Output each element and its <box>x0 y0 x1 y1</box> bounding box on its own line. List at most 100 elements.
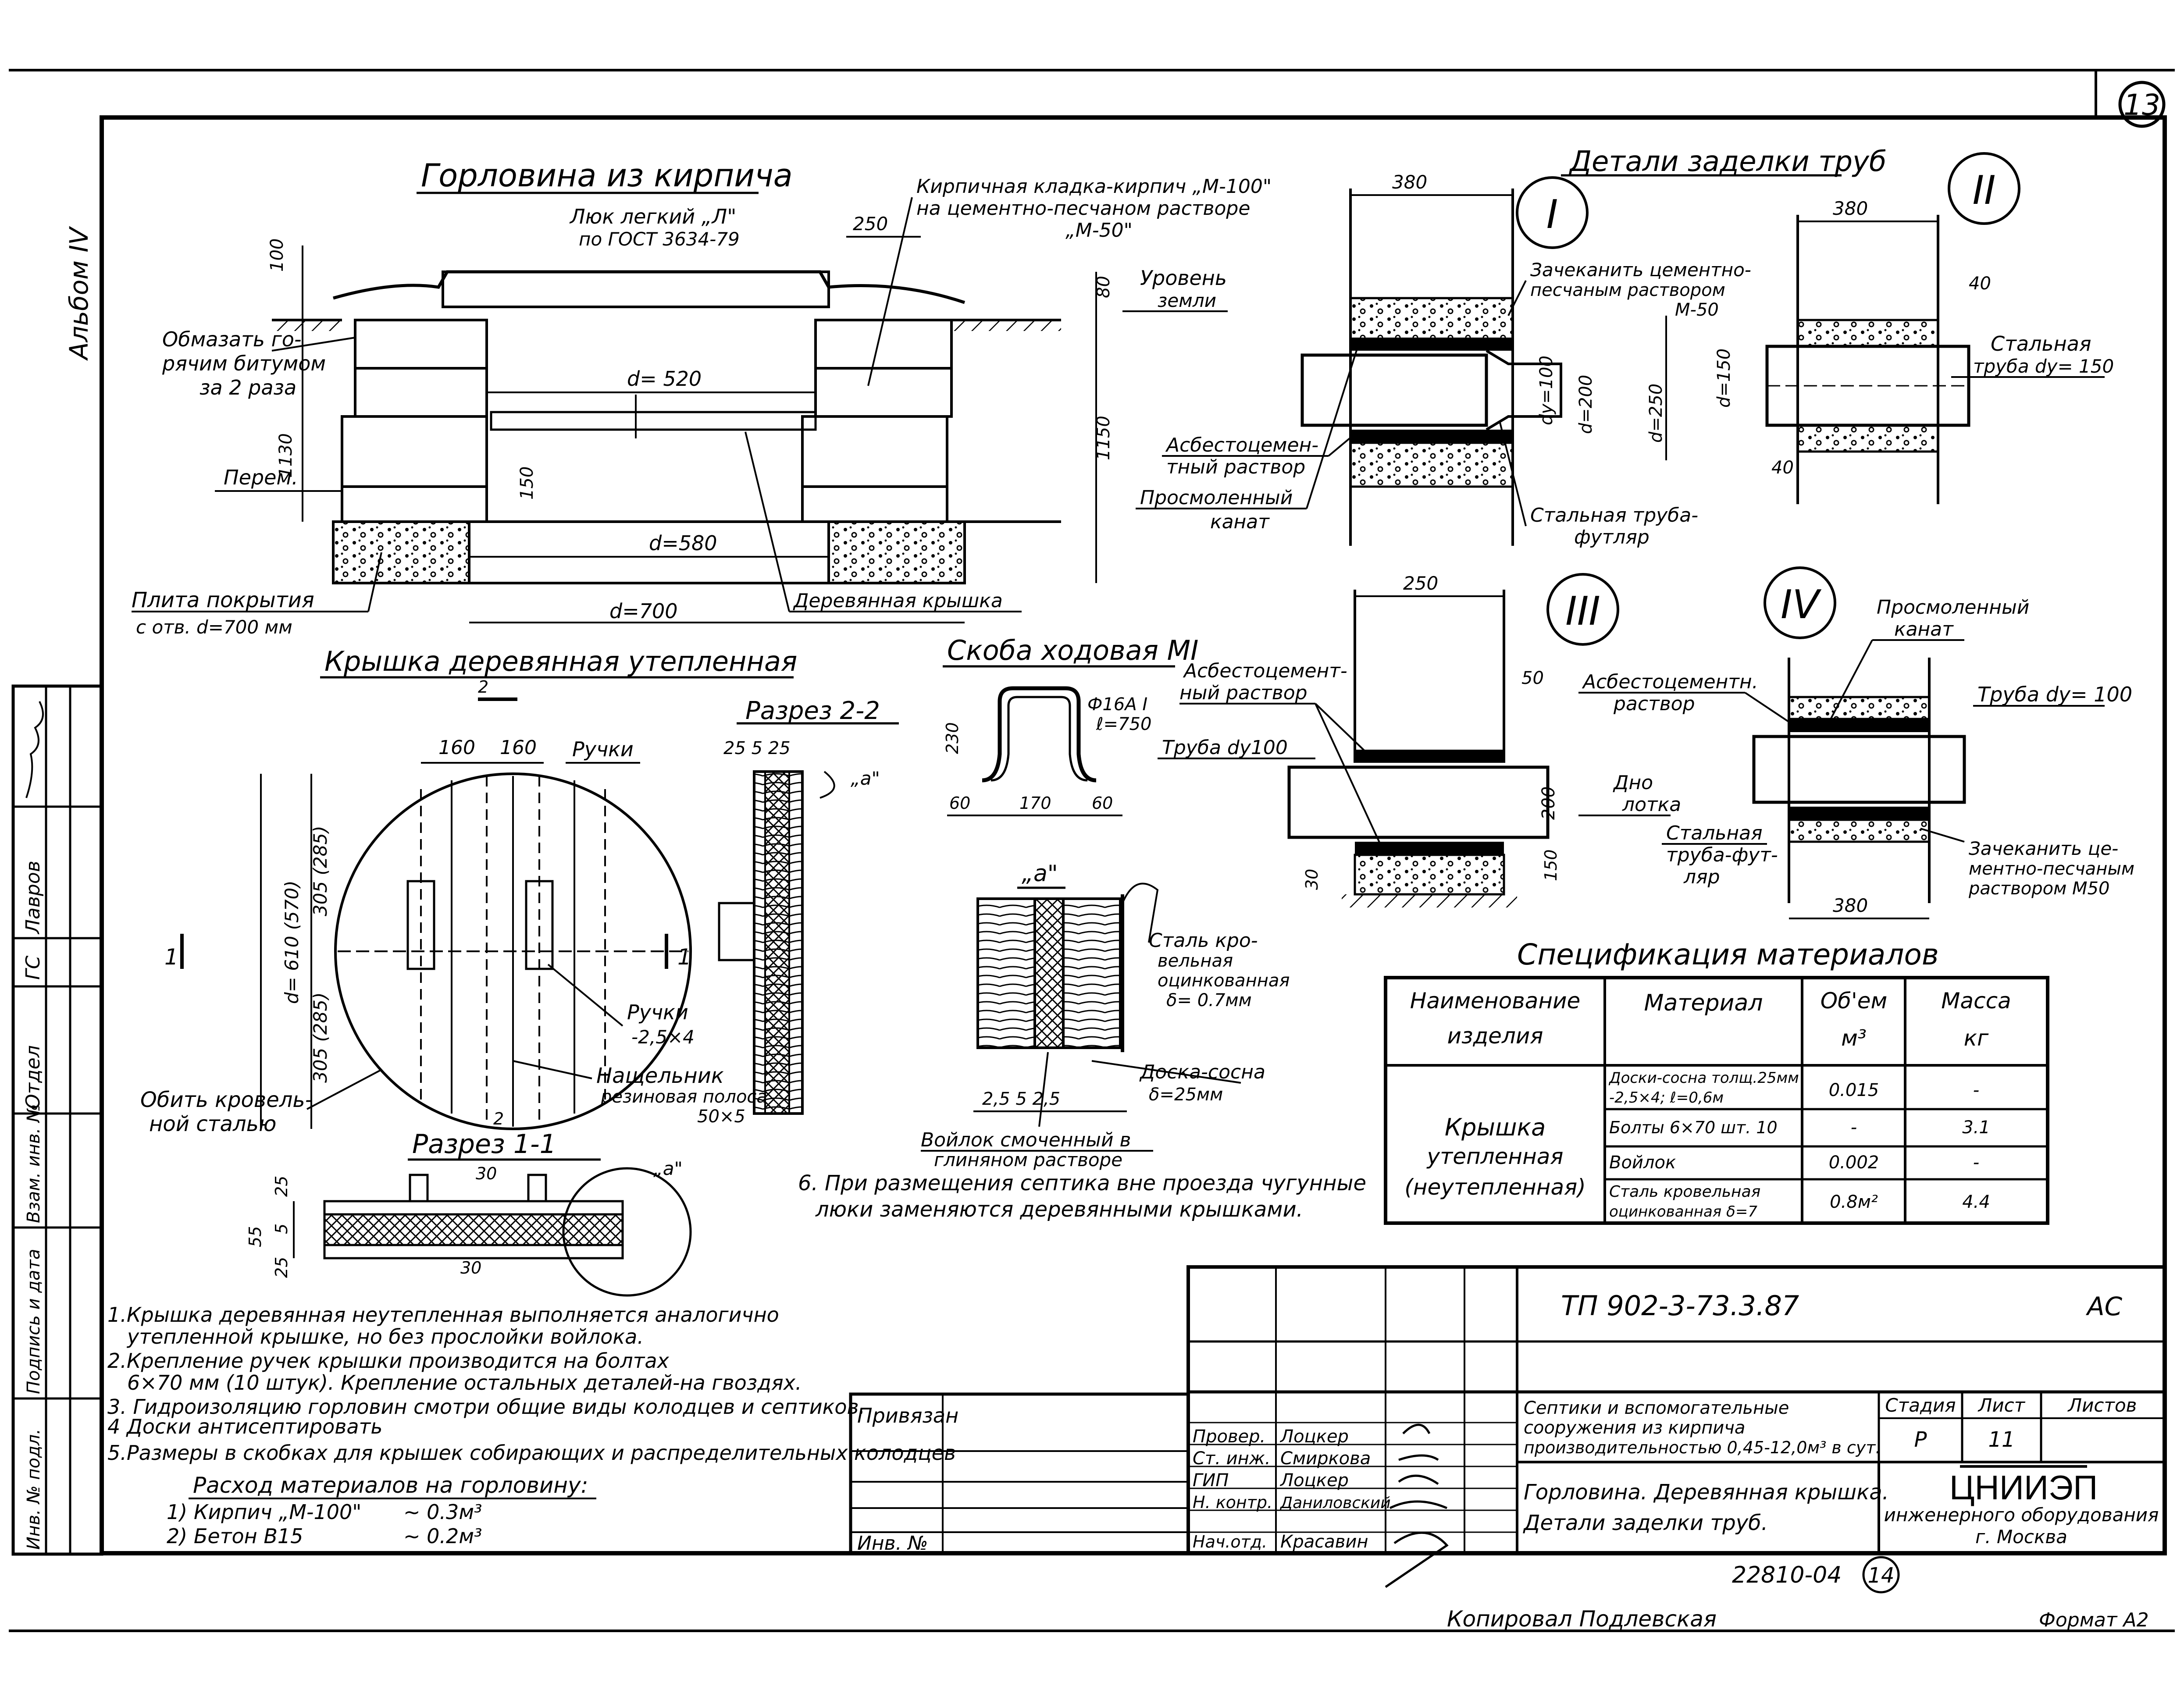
bracket-rod-2: ℓ=750 <box>1096 714 1151 734</box>
pipe4-asb-2: раствор <box>1613 693 1695 715</box>
drawing-label: Н. контр. <box>1193 1493 1272 1512</box>
cut-11-dim-25b: 25 <box>272 1257 291 1278</box>
neck-dim-100: 100 <box>267 238 287 272</box>
tb-sheet-1: Горловина. Деревянная крышка. <box>1524 1480 1889 1505</box>
cover-handles-top: Ручки <box>572 737 634 761</box>
pipe1-asb-1: Асбестоцемен- <box>1165 434 1318 456</box>
pipe-detail-1: I 380 Зачеканить цементно- песчаным раст… <box>1136 171 1751 548</box>
pipe1-d200: d=200 <box>1576 375 1596 434</box>
spec-h-volume-1: Об'ем <box>1821 988 1887 1014</box>
detail-a-felt-2: глиняном растворе <box>934 1149 1122 1171</box>
cut-22-detail-a: „а" <box>851 768 880 789</box>
bracket-dim-230: 230 <box>943 722 962 754</box>
drawing-label: Лоцкер <box>1279 1470 1349 1491</box>
spec-item-3: (неутепленная) <box>1404 1174 1585 1200</box>
detail-a-dims: 2,5 5 2,5 <box>982 1089 1060 1109</box>
pipe3-dim-30: 30 <box>1302 869 1322 890</box>
spec-h-mass-1: Масса <box>1941 988 2011 1014</box>
pipe3-dim-150: 150 <box>1541 849 1561 881</box>
cut-11-dim-5: 5 <box>272 1224 291 1234</box>
cover-mark-2-top: 2 <box>478 677 488 697</box>
footer: 22810-04 14 Копировал Подлевская Формат … <box>1447 1556 2149 1632</box>
neck-bitumen-2: рячим битумом <box>162 352 326 375</box>
spec-item-1: Крышка <box>1445 1114 1546 1141</box>
cut-11-detail-a: „а" <box>653 1158 683 1179</box>
neck-hatch-label-1: Люк легкий „Л" <box>569 205 736 228</box>
bracket-dim-60a: 60 <box>949 793 970 813</box>
pipe1-rope-1: Просмоленный <box>1140 487 1293 509</box>
neck-slab-1: Плита покрытия <box>132 588 314 612</box>
cover-handles-label: Ручки <box>627 1000 688 1024</box>
pipe4-sleeve-2: труба-фут- <box>1666 844 1778 866</box>
drawing-label: - <box>1851 1117 1857 1138</box>
note-line: 6×70 мм (10 штук). Крепление остальных д… <box>127 1371 802 1395</box>
cover-mark-2-bottom: 2 <box>493 1109 504 1128</box>
detail-a-steel-3: оцинкованная <box>1158 971 1290 991</box>
tb-role-row: Нач.отд. Красавин <box>1193 1532 1368 1552</box>
tb-signatures <box>1385 1423 1449 1588</box>
neck-dim-250: 250 <box>853 213 888 235</box>
note-6-line-2: люки заменяются деревянными крышками. <box>815 1197 1303 1222</box>
detail-a-board-1: Доска-сосна <box>1139 1061 1265 1083</box>
tb-role-row: Ст. инж. Смиркова <box>1193 1448 1371 1469</box>
neck-dim-150: 150 <box>517 466 537 500</box>
spec-h-material: Материал <box>1644 990 1763 1016</box>
neck-slab-2: с отв. d=700 мм <box>136 616 292 638</box>
bracket-rod-1: Ф16А I <box>1087 694 1147 715</box>
drawing-label: 4.4 <box>1962 1192 1990 1212</box>
tb-list: 11 <box>1988 1427 2015 1452</box>
pipe1-rope-2: канат <box>1210 511 1270 533</box>
pipe2-d150: d=150 <box>1714 349 1734 408</box>
drawing-label: Даниловский <box>1279 1494 1391 1512</box>
tb-org-3: г. Москва <box>1975 1526 2067 1548</box>
pipe4-rope-1: Просмоленный <box>1877 596 2029 619</box>
drawing-label: 0.8м² <box>1830 1192 1878 1212</box>
pipe-detail-4: IV Просмоленный канат Асбестоцементн. ра… <box>1578 566 2134 919</box>
drawing-label: 13 <box>2123 88 2160 122</box>
cover-dim-160b: 160 <box>500 737 537 759</box>
drawing-label: Смиркова <box>1280 1448 1371 1469</box>
pipe2-40b: 40 <box>1771 458 1794 478</box>
drawing-label: Ст. инж. <box>1193 1448 1271 1469</box>
tb-project-2: сооружения из кирпича <box>1524 1418 1745 1438</box>
cover-wrap-1: Обить кровель- <box>140 1088 313 1112</box>
tb-project-3: производительностью 0,45-12,0м³ в сут. <box>1524 1438 1881 1457</box>
pipe1-dim-380: 380 <box>1392 171 1427 193</box>
neck-dim-d700: d=700 <box>609 599 678 623</box>
drawing-label: Провер. <box>1193 1427 1265 1447</box>
tb-privyazan: Привязан <box>857 1404 958 1427</box>
stamp-signature <box>25 701 44 798</box>
pipe-detail-3: III 250 Асбестоцемент- ный раствор Труба… <box>1158 573 1681 907</box>
stamp-otdel: Отдел <box>22 1045 44 1109</box>
neck-bitumen-1: Обмазать го- <box>162 327 302 351</box>
pipe3-dim-200: 200 <box>1539 786 1559 820</box>
cut-11-dim-30b: 30 <box>460 1258 481 1277</box>
pipe2-steel-1: Стальная <box>1991 332 2091 356</box>
drawing-label: II <box>1972 167 1995 213</box>
spec-row: Доски-сосна толщ.25мм -2,5×4; ℓ=0,6м 0.0… <box>1608 1069 1979 1107</box>
drawing-label: III <box>1565 588 1600 634</box>
cover-mark-1-right: 1 <box>677 944 691 970</box>
tb-mark: АС <box>2085 1292 2123 1321</box>
drawing-label: I <box>1546 192 1558 238</box>
spec-h-name-2: изделия <box>1447 1023 1543 1049</box>
drawing-label: 0.015 <box>1829 1080 1879 1100</box>
pipes-title: Детали заделки труб <box>1568 146 1886 178</box>
pipe4-rope-2: канат <box>1894 618 1954 640</box>
drawing-label: Болты 6×70 шт. 10 <box>1609 1118 1778 1137</box>
cover-batten-2: резиновая полоса <box>600 1087 767 1107</box>
detail-a-board-2: δ=25мм <box>1149 1085 1223 1105</box>
bracket-dim-60b: 60 <box>1092 793 1113 813</box>
pipe3-asb-2: ный раствор <box>1179 682 1308 704</box>
cover-dim-d610: d= 610 (570) <box>281 880 303 1004</box>
drawing-label: IV <box>1781 582 1822 628</box>
cover-section: Крышка деревянная утепленная 2 1 1 160 1… <box>140 645 899 1297</box>
bracket-title: Скоба ходовая МI <box>947 634 1198 666</box>
drawing-label: -2,5×4; ℓ=0,6м <box>1609 1089 1724 1107</box>
cut-11-dim-55: 55 <box>246 1226 265 1247</box>
spec-row: Войлок 0.002 - <box>1609 1153 1979 1173</box>
pipe-details-section: Детали заделки труб I 380 Зачеканить цем… <box>1136 146 2134 919</box>
spec-h-mass-2: кг <box>1964 1025 1989 1051</box>
pipe2-steel-2: труба dу= 150 <box>1973 356 2114 377</box>
cut-11-dim-30a: 30 <box>476 1164 497 1183</box>
